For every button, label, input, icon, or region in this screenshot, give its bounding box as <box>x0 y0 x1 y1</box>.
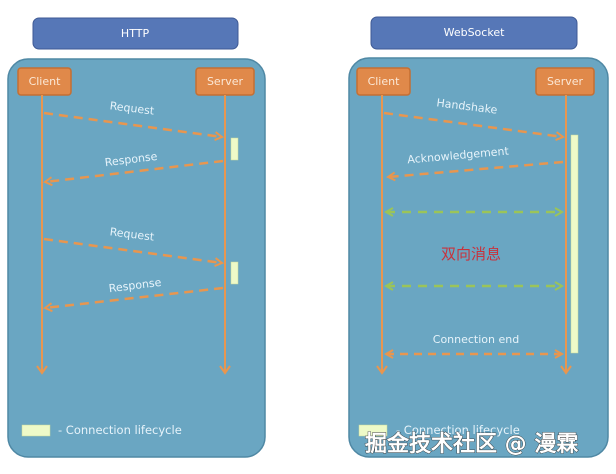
websocket-title: WebSocket <box>444 26 505 39</box>
http-server-label: Server <box>207 75 244 88</box>
http-response-label-2: Response <box>108 276 162 295</box>
websocket-bidirectional-label: 双向消息 <box>441 245 501 263</box>
http-legend-label: - Connection lifecycle <box>58 423 182 437</box>
http-diagram: HTTP Client Server Request Response Requ… <box>7 17 266 458</box>
websocket-connection-end-label: Connection end <box>433 333 519 346</box>
http-response-label-1: Response <box>104 150 158 169</box>
websocket-client-box <box>356 67 411 96</box>
http-legend-swatch <box>21 424 51 437</box>
http-lifecycle-bar-2 <box>230 261 239 285</box>
http-request-label-1: Request <box>109 99 156 117</box>
websocket-legend-swatch <box>358 424 388 437</box>
websocket-diagram: WebSocket Client Server Handshake Acknow… <box>348 16 609 458</box>
websocket-handshake-arrow <box>383 111 563 137</box>
http-lifecycle-bar-1 <box>230 137 239 161</box>
http-panel-body <box>7 58 266 458</box>
http-client-label: Client <box>29 75 62 88</box>
websocket-legend-label: - Connection lifecycle <box>396 423 520 437</box>
http-title: HTTP <box>121 27 150 40</box>
http-client-box <box>17 67 72 96</box>
websocket-lifecycle-bar <box>570 134 579 354</box>
http-request-label-2: Request <box>109 225 156 243</box>
watermark: 掘金技术社区 @ 漫霖 <box>365 431 578 457</box>
http-title-box <box>32 17 239 50</box>
websocket-client-label: Client <box>368 75 401 88</box>
websocket-server-label: Server <box>547 75 584 88</box>
websocket-title-box <box>370 16 578 50</box>
